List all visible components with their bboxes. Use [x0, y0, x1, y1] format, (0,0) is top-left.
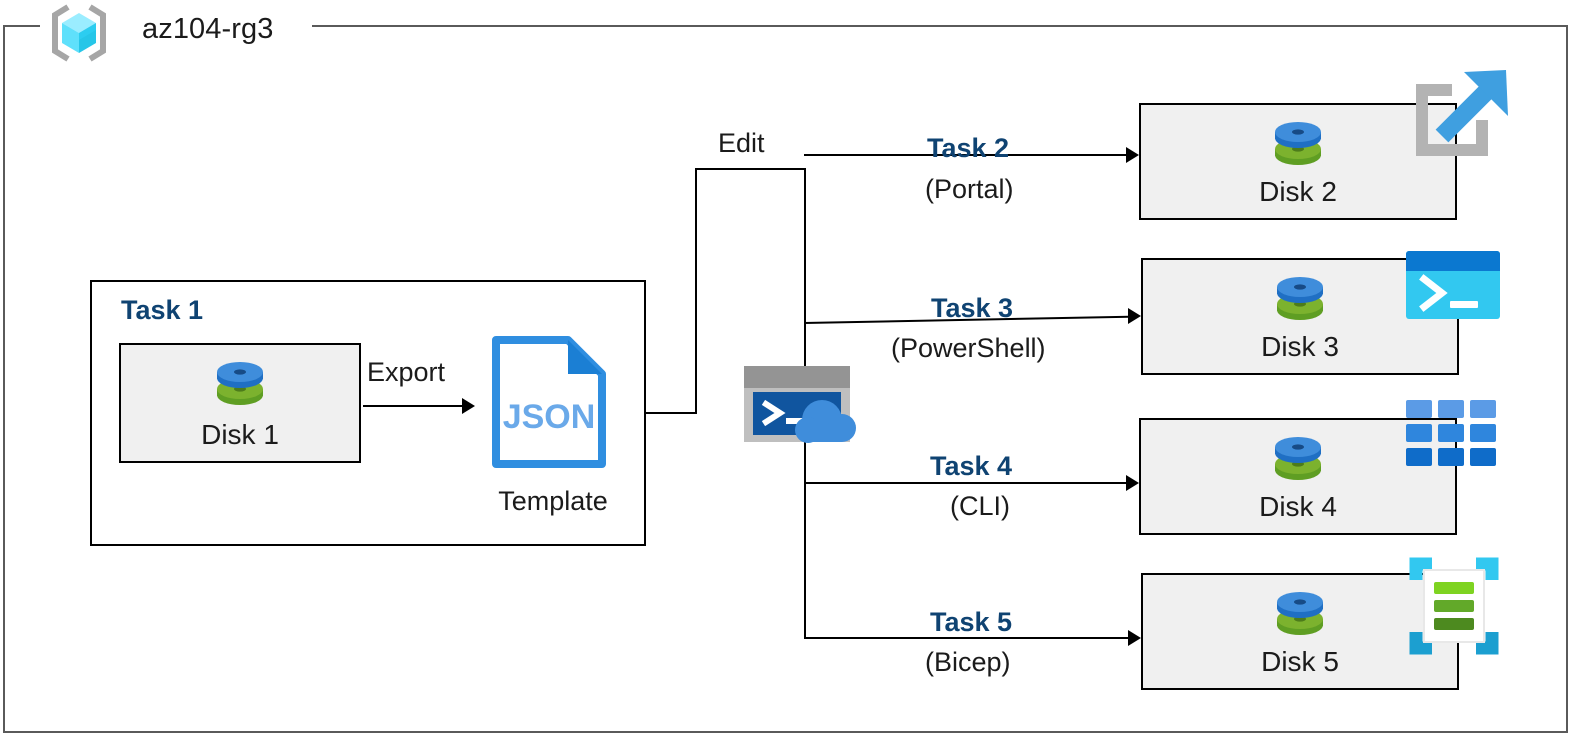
task1-heading: Task 1: [121, 295, 204, 325]
json-file-type-text: JSON: [503, 398, 596, 436]
task4-arrow-head: [1126, 475, 1139, 491]
resource-group-container: [3, 25, 1568, 733]
task3-tool-label: (PowerShell): [891, 333, 1046, 363]
managed-disk-icon: [1269, 119, 1327, 177]
export-arrow-head: [462, 398, 475, 414]
json-file-icon: JSON: [490, 336, 608, 468]
managed-disk-icon: [1271, 274, 1329, 332]
task3-arrow-head: [1128, 308, 1141, 324]
task5-arrow-line: [804, 637, 1136, 639]
task2-arrow-line: [804, 154, 1134, 156]
disk2-label: Disk 2: [1259, 176, 1337, 207]
task5-tool-label: (Bicep): [925, 647, 1011, 677]
export-label: Export: [367, 357, 446, 387]
task4-heading: Task 4: [930, 451, 1013, 481]
template-to-trunk-segment-2: [695, 168, 697, 414]
disk2-box: Disk 2: [1139, 103, 1457, 220]
resource-group-name: az104-rg3: [142, 13, 274, 45]
task2-heading: Task 2: [927, 133, 1010, 163]
managed-disk-icon: [1271, 589, 1329, 647]
disk4-label: Disk 4: [1259, 491, 1337, 522]
task5-heading: Task 5: [930, 607, 1013, 637]
disk3-label: Disk 3: [1261, 331, 1339, 362]
disk1-label: Disk 1: [201, 419, 279, 450]
task4-arrow-line: [804, 482, 1134, 484]
template-to-trunk-segment-1: [644, 412, 697, 414]
powershell-icon: [1406, 251, 1504, 323]
task5-arrow-head: [1128, 630, 1141, 646]
disk1-box: Disk 1: [119, 343, 361, 463]
task2-tool-label: (Portal): [925, 174, 1014, 204]
bicep-icon: [1406, 557, 1502, 655]
managed-disk-icon: [211, 359, 269, 417]
managed-disk-icon: [1269, 434, 1327, 492]
template-to-trunk-segment-3: [695, 168, 806, 170]
azure-portal-icon: [1408, 62, 1516, 172]
disk4-box: Disk 4: [1139, 418, 1457, 535]
export-arrow-line: [363, 405, 468, 407]
cloud-shell-icon: [744, 366, 866, 448]
azure-resource-group-icon: [48, 3, 110, 63]
template-caption: Template: [498, 486, 608, 516]
azure-cli-icon: [1406, 400, 1498, 468]
edit-label: Edit: [718, 128, 765, 158]
task2-arrow-head: [1126, 147, 1139, 163]
disk5-label: Disk 5: [1261, 646, 1339, 677]
task3-heading: Task 3: [931, 293, 1014, 323]
disk5-box: Disk 5: [1141, 573, 1459, 690]
task4-tool-label: (CLI): [950, 491, 1010, 521]
